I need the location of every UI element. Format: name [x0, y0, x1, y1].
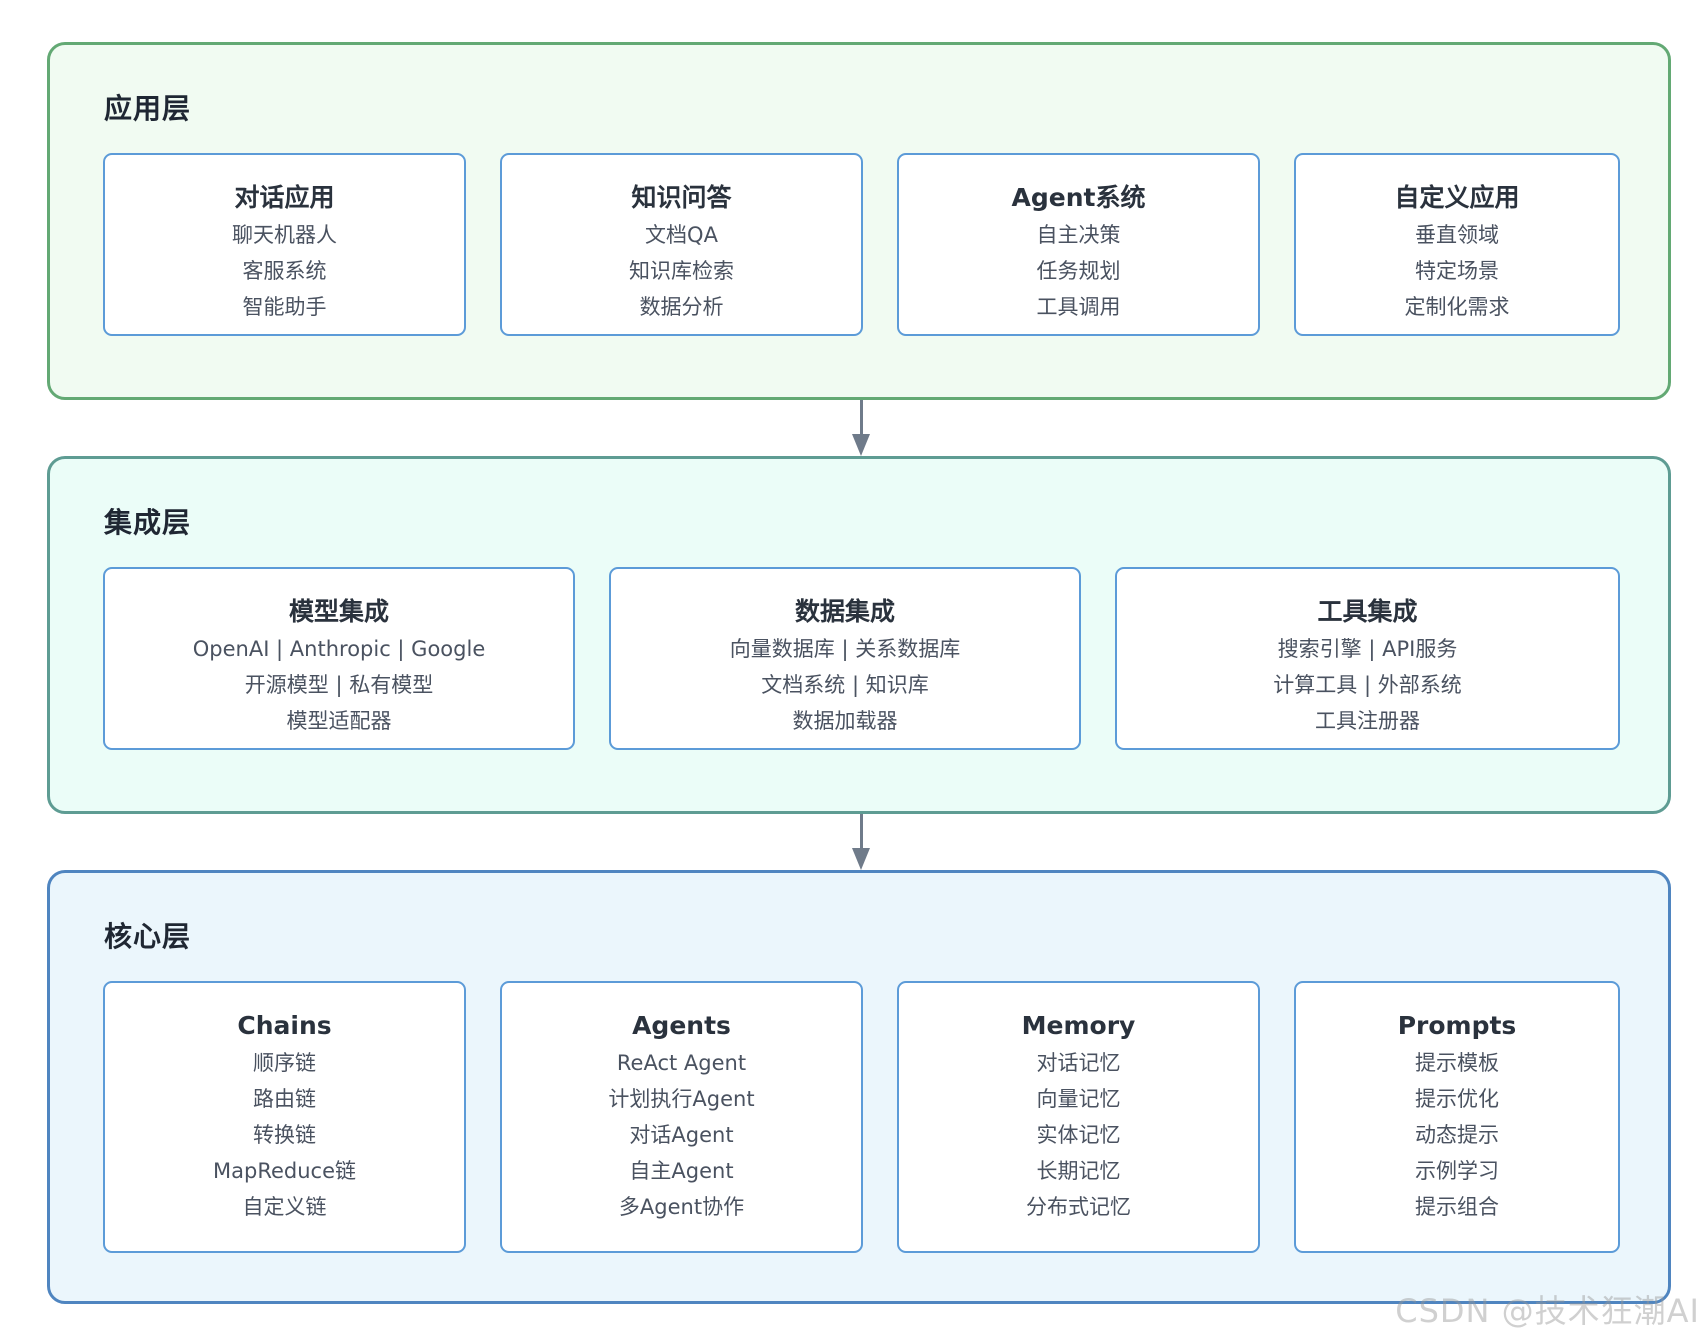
box-item: 搜索引擎 | API服务 — [1277, 637, 1458, 661]
box-item: 自定义链 — [242, 1195, 327, 1219]
integration-layer-title: 集成层 — [104, 506, 192, 539]
box-item: 顺序链 — [253, 1051, 316, 1075]
box-model-integration: 模型集成 OpenAI | Anthropic | Google 开源模型 | … — [103, 567, 575, 750]
box-item: 转换链 — [253, 1123, 316, 1147]
box-item: 自主Agent — [629, 1159, 734, 1183]
box-item: 特定场景 — [1415, 259, 1499, 283]
box-item: MapReduce链 — [213, 1159, 356, 1183]
box-title: Agents — [632, 1011, 731, 1040]
box-item: 动态提示 — [1415, 1123, 1499, 1147]
box-item: 分布式记忆 — [1026, 1195, 1131, 1219]
box-item: 计算工具 | 外部系统 — [1273, 673, 1462, 697]
box-item: 提示模板 — [1415, 1051, 1499, 1075]
application-layer: 应用层 对话应用 聊天机器人 客服系统 智能助手 知识问答 文档QA 知识库检索… — [47, 42, 1671, 400]
box-item: 自主决策 — [1036, 223, 1121, 247]
box-title: Memory — [1021, 1011, 1136, 1040]
box-chains: Chains 顺序链 路由链 转换链 MapReduce链 自定义链 — [103, 981, 466, 1253]
box-title: Prompts — [1397, 1011, 1517, 1040]
box-title: 工具集成 — [1317, 597, 1418, 626]
box-agent-system: Agent系统 自主决策 任务规划 工具调用 — [897, 153, 1260, 336]
box-item: 多Agent协作 — [618, 1195, 745, 1219]
box-title: Chains — [237, 1011, 332, 1040]
box-item: 实体记忆 — [1036, 1123, 1121, 1147]
box-item: 工具注册器 — [1315, 709, 1420, 733]
arrow-down-icon — [852, 400, 870, 456]
box-title: 自定义应用 — [1394, 183, 1520, 212]
box-item: 示例学习 — [1415, 1159, 1499, 1183]
box-custom-app: 自定义应用 垂直领域 特定场景 定制化需求 — [1294, 153, 1620, 336]
box-item: 定制化需求 — [1404, 295, 1510, 319]
box-item: 垂直领域 — [1415, 223, 1499, 247]
box-data-integration: 数据集成 向量数据库 | 关系数据库 文档系统 | 知识库 数据加载器 — [609, 567, 1081, 750]
box-dialog-app: 对话应用 聊天机器人 客服系统 智能助手 — [103, 153, 466, 336]
box-item: 知识库检索 — [629, 259, 734, 283]
integration-layer: 集成层 模型集成 OpenAI | Anthropic | Google 开源模… — [47, 456, 1671, 814]
box-item: 智能助手 — [242, 295, 327, 319]
box-item: 对话Agent — [629, 1123, 734, 1147]
box-item: OpenAI | Anthropic | Google — [192, 637, 486, 661]
box-title: 知识问答 — [631, 183, 732, 212]
box-item: ReAct Agent — [616, 1051, 747, 1075]
box-item: 对话记忆 — [1036, 1051, 1121, 1075]
application-layer-title: 应用层 — [104, 92, 192, 125]
box-item: 提示组合 — [1415, 1195, 1499, 1219]
box-memory: Memory 对话记忆 向量记忆 实体记忆 长期记忆 分布式记忆 — [897, 981, 1260, 1253]
box-title: 数据集成 — [794, 597, 895, 626]
box-item: 长期记忆 — [1036, 1159, 1121, 1183]
box-item: 文档系统 | 知识库 — [761, 673, 929, 697]
box-item: 计划执行Agent — [608, 1087, 755, 1111]
box-item: 向量记忆 — [1036, 1087, 1121, 1111]
box-title: Agent系统 — [1011, 183, 1146, 212]
arrow-down-icon — [852, 814, 870, 870]
box-knowledge-qa: 知识问答 文档QA 知识库检索 数据分析 — [500, 153, 863, 336]
core-layer-title: 核心层 — [104, 920, 192, 953]
box-item: 工具调用 — [1036, 295, 1121, 319]
core-layer: 核心层 Chains 顺序链 路由链 转换链 MapReduce链 自定义链 A… — [47, 870, 1671, 1304]
box-item: 文档QA — [645, 223, 718, 247]
box-tool-integration: 工具集成 搜索引擎 | API服务 计算工具 | 外部系统 工具注册器 — [1115, 567, 1620, 750]
box-item: 模型适配器 — [286, 709, 392, 733]
box-prompts: Prompts 提示模板 提示优化 动态提示 示例学习 提示组合 — [1294, 981, 1620, 1253]
box-item: 客服系统 — [242, 259, 327, 283]
box-item: 提示优化 — [1415, 1087, 1499, 1111]
box-item: 任务规划 — [1036, 259, 1121, 283]
box-item: 开源模型 | 私有模型 — [244, 673, 434, 697]
box-title: 对话应用 — [234, 183, 335, 212]
box-item: 聊天机器人 — [232, 223, 337, 247]
box-item: 向量数据库 | 关系数据库 — [729, 637, 961, 661]
box-title: 模型集成 — [288, 597, 389, 626]
box-item: 路由链 — [253, 1087, 316, 1111]
box-item: 数据加载器 — [792, 709, 898, 733]
watermark: CSDN @技术狂潮AI — [1395, 1292, 1700, 1330]
box-agents: Agents ReAct Agent 计划执行Agent 对话Agent 自主A… — [500, 981, 863, 1253]
box-item: 数据分析 — [639, 295, 724, 319]
